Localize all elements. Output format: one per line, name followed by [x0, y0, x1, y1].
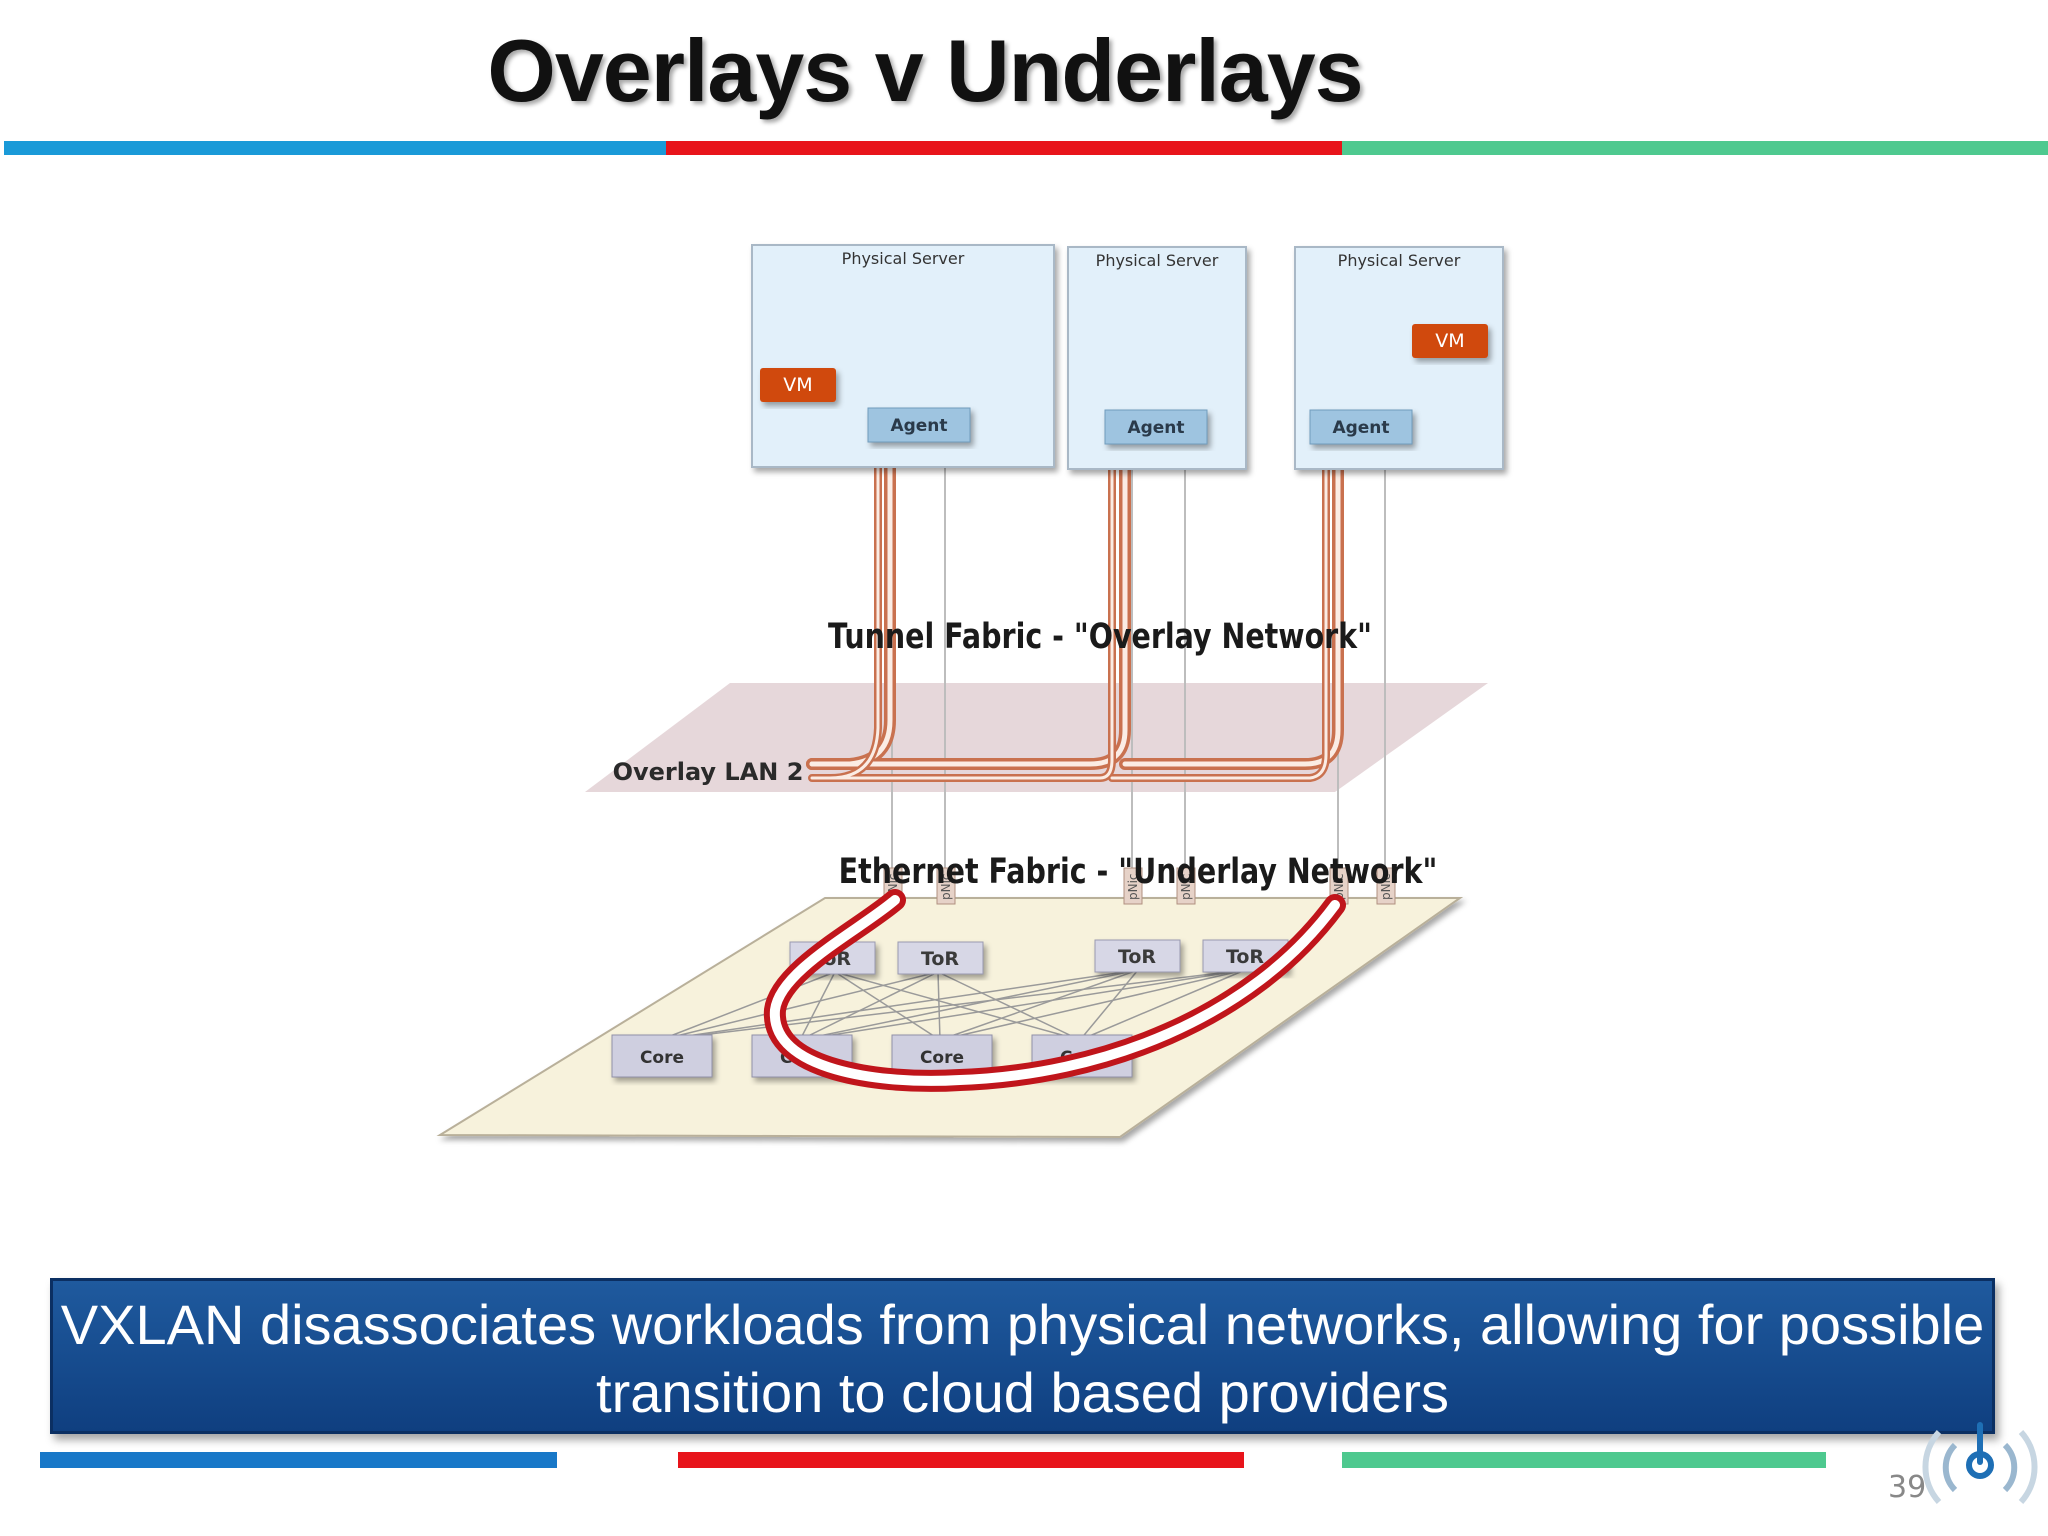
- fabric-mesh: [659, 969, 1246, 1041]
- agent-label: Agent: [890, 416, 947, 436]
- tor-box: [1094, 939, 1181, 973]
- bottom-rule-green: [1342, 1452, 1826, 1468]
- vm-label: VM: [1435, 330, 1464, 352]
- agent-label: Agent: [1127, 418, 1184, 438]
- page-number: 39: [1888, 1470, 1927, 1505]
- pnic-label: pNic: [1126, 873, 1140, 900]
- server-label: Physical Server: [1338, 251, 1461, 270]
- server-label: Physical Server: [1096, 251, 1219, 270]
- tor-label: ToR: [1118, 946, 1156, 968]
- overlay-title: Tunnel Fabric - "Overlay Network": [828, 617, 1372, 656]
- underlay-path-core: [769, 895, 1340, 1086]
- core-box: [611, 1034, 713, 1078]
- bottom-rule-blue: [40, 1452, 557, 1468]
- server-label: Physical Server: [842, 249, 965, 268]
- core-label: Core: [640, 1048, 684, 1068]
- tor-label: ToR: [921, 948, 959, 970]
- pnic-label: pNic: [1179, 873, 1193, 900]
- pnic-label: pNic: [1332, 873, 1346, 900]
- slide-title: Overlays v Underlays: [487, 21, 1363, 120]
- bottom-rule-red: [678, 1452, 1244, 1468]
- agent-box: [867, 407, 971, 443]
- pnic-links: [891, 440, 1386, 882]
- agents: Agent Agent Agent: [867, 407, 1413, 445]
- top-rule-green: [1342, 141, 2048, 155]
- vm-box: [760, 368, 836, 402]
- pnic-label: pNic: [1379, 873, 1393, 900]
- pnic-label: pNic: [939, 873, 953, 900]
- physical-servers: [751, 244, 1504, 470]
- agent-box: [1104, 409, 1208, 445]
- summary-callout: VXLAN disassociates workloads from physi…: [50, 1278, 1995, 1434]
- tor-box: [897, 941, 984, 975]
- vms: VM VM: [760, 324, 1488, 402]
- vm-box: [1412, 324, 1488, 358]
- agent-label: Agent: [1332, 418, 1389, 438]
- tor-label: ToR: [1226, 946, 1264, 968]
- top-rule-blue: [4, 141, 666, 155]
- underlay-title: Ethernet Fabric - "Underlay Network": [839, 852, 1438, 891]
- vm-label: VM: [783, 374, 812, 396]
- wireless-logo-icon: [1922, 1422, 2038, 1505]
- overlay-plane-label: Overlay LAN 2: [613, 758, 804, 786]
- core-label: Core: [920, 1048, 964, 1068]
- top-rule-red: [666, 141, 1342, 155]
- agent-box: [1309, 409, 1413, 445]
